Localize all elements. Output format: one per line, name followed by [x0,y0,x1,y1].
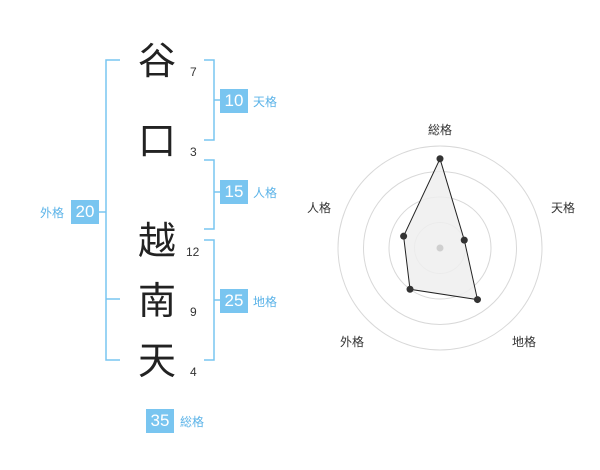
name-char-5: 天 [137,339,176,383]
radar-label-chikaku: 地格 [512,334,536,349]
soukaku-score-box: 35 [146,409,174,433]
stroke-count-3: 12 [186,245,200,259]
name-char-3: 越 [137,219,176,263]
name-char-2: 口 [137,119,176,163]
chikaku-score-box: 25 [220,289,248,313]
radar-center-dot [436,244,444,252]
stroke-count-5: 4 [190,365,197,379]
bracket-jinkaku [204,159,215,230]
radar-polygon [403,157,479,301]
radar-point-4 [400,232,408,240]
chikaku-label: 地格 [253,295,278,309]
tenkaku-score-box: 10 [220,89,248,113]
radar-point-3 [406,285,414,293]
tenkaku-label: 天格 [253,95,278,109]
radar-point-2 [473,296,481,304]
radar-points [400,155,481,304]
soukaku-label: 総格 [180,415,205,429]
name-char-4: 南 [137,279,176,323]
radar-point-1 [460,236,468,244]
radar-label-tenkaku: 天格 [551,200,575,215]
radar-ring-4 [337,145,543,351]
gaikaku-score-box: 20 [71,200,99,224]
jinkaku-score-box: 15 [220,180,248,204]
radar-point-0 [436,155,444,163]
bracket-gaikaku [105,59,120,361]
jinkaku-label: 人格 [253,186,278,200]
radar-label-gaikaku: 外格 [340,334,364,349]
radar-label-soukaku: 総格 [428,122,452,137]
stroke-count-4: 9 [190,305,197,319]
gaikaku-label: 外格 [40,206,65,220]
stroke-count-1: 7 [190,65,197,79]
stroke-count-2: 3 [190,145,197,159]
radar-label-jinkaku: 人格 [307,200,331,215]
name-char-1: 谷 [137,39,176,83]
